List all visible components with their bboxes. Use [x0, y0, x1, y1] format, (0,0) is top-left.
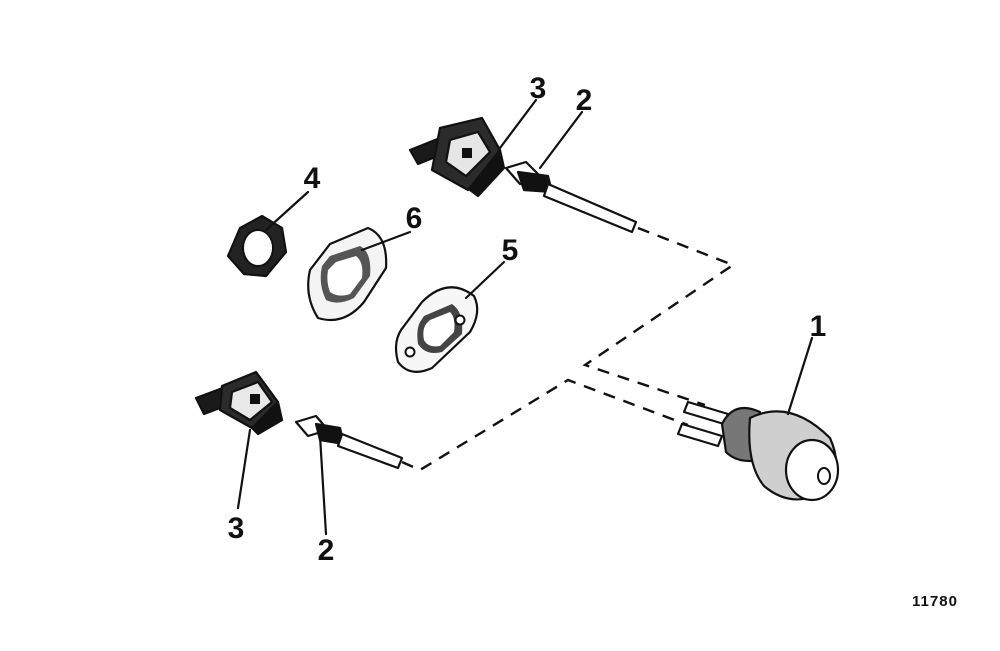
- dashed-wire-upper: [582, 226, 736, 407]
- connector-lower: [194, 370, 284, 436]
- callout-connector-lower: 3: [228, 512, 245, 545]
- terminal-lower: [294, 414, 404, 470]
- gasket-plate: [394, 286, 479, 373]
- figure-number: 11780: [912, 593, 958, 610]
- switch: [676, 400, 840, 502]
- callout-switch: 1: [810, 310, 827, 343]
- callout-gasket: 6: [406, 202, 423, 235]
- callout-connector-upper: 3: [530, 72, 547, 105]
- gasket: [307, 226, 388, 322]
- dashed-wire-lower: [401, 378, 689, 472]
- leader-lines: [236, 98, 814, 536]
- callout-terminal-lower: 2: [318, 534, 335, 567]
- callout-nut: 4: [304, 162, 321, 195]
- callout-terminal-upper: 2: [576, 84, 593, 117]
- connector-upper: [408, 116, 506, 198]
- terminal-upper: [504, 160, 638, 234]
- hex-nut: [226, 214, 288, 278]
- callout-gasket-plate: 5: [502, 234, 519, 267]
